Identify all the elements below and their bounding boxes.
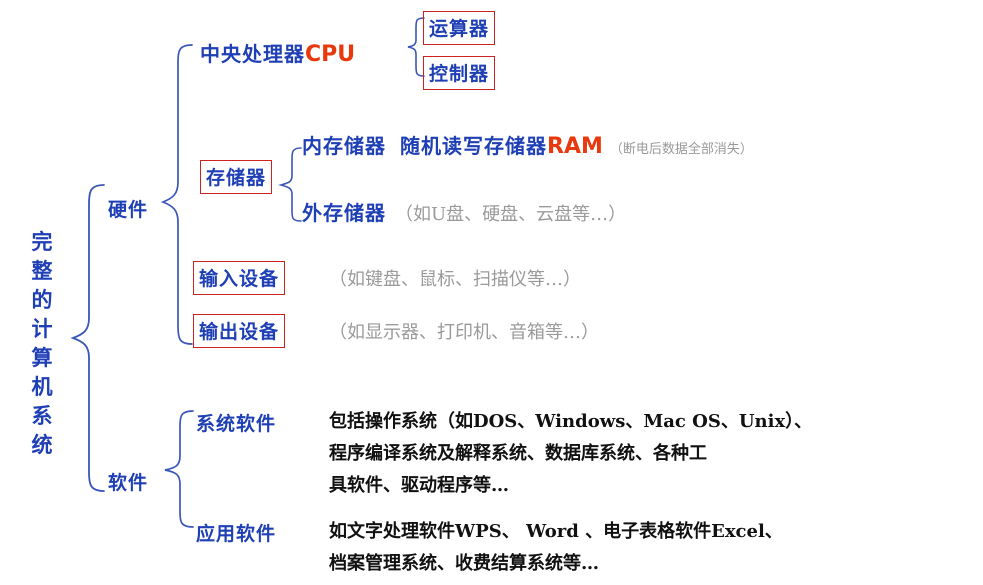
internal-memory-row: 内存储器随机读写存储器RAM （断电后数据全部消失） — [302, 130, 753, 159]
branch-label-hardware: 硬件 — [108, 199, 149, 221]
application-software-line: 如文字处理软件WPS、 Word 、电子表格软件Excel、 — [329, 521, 783, 542]
external-storage-label: 外存储器 — [302, 201, 386, 225]
system-software-line: 包括操作系统（如DOS、Windows、Mac OS、Unix）、 — [329, 411, 813, 432]
cpu-node: 中央处理器CPU — [200, 38, 355, 67]
storage-brace — [278, 147, 302, 222]
software-brace — [164, 410, 194, 528]
internal-memory-note: （断电后数据全部消失） — [609, 142, 753, 157]
root-title-char: 整 — [31, 259, 53, 283]
cpu-label-en: CPU — [305, 42, 356, 67]
root-title-char: 算 — [31, 346, 53, 370]
hardware-brace — [160, 44, 193, 345]
root-title-char: 统 — [31, 433, 53, 457]
internal-memory-detail-en: RAM — [547, 134, 603, 159]
root-title-char: 机 — [31, 375, 53, 399]
external-storage-row: 外存储器 （如U盘、硬盘、云盘等…） — [302, 197, 626, 226]
root-brace — [70, 184, 105, 492]
system-software-line: 程序编译系统及解释系统、数据库系统、各种工 — [329, 443, 707, 464]
application-software-label: 应用软件 — [196, 523, 277, 545]
system-software-line: 具软件、驱动程序等… — [329, 475, 509, 496]
branch-label-software: 软件 — [108, 472, 149, 494]
system-software-text: 包括操作系统（如DOS、Windows、Mac OS、Unix）、 程序编译系统… — [329, 406, 969, 502]
external-storage-note: （如U盘、硬盘、云盘等…） — [395, 204, 627, 225]
root-title-char: 系 — [31, 404, 53, 428]
output-device-note: （如显示器、打印机、音箱等…） — [329, 322, 599, 343]
internal-memory-label: 内存储器 — [302, 134, 386, 158]
application-software-line: 档案管理系统、收费结算系统等… — [329, 553, 599, 574]
input-device-note: （如键盘、鼠标、扫描仪等…） — [329, 269, 581, 290]
application-software-text: 如文字处理软件WPS、 Word 、电子表格软件Excel、 档案管理系统、收费… — [329, 516, 969, 580]
root-title-char: 的 — [31, 288, 53, 312]
internal-memory-detail-cn: 随机读写存储器 — [400, 134, 547, 158]
system-software-label: 系统软件 — [196, 413, 277, 435]
cpu-label-cn: 中央处理器 — [200, 42, 305, 66]
output-device-box: 输出设备 — [193, 314, 286, 348]
cpu-child-box-controller: 控制器 — [423, 56, 496, 90]
input-device-box: 输入设备 — [193, 261, 286, 295]
cpu-child-box-alu: 运算器 — [423, 11, 496, 45]
root-title: 完 整 的 计 算 机 系 统 — [14, 228, 70, 460]
root-title-char: 计 — [31, 317, 53, 341]
storage-box: 存储器 — [200, 160, 273, 194]
cpu-brace — [407, 17, 425, 77]
root-title-char: 完 — [31, 230, 53, 254]
